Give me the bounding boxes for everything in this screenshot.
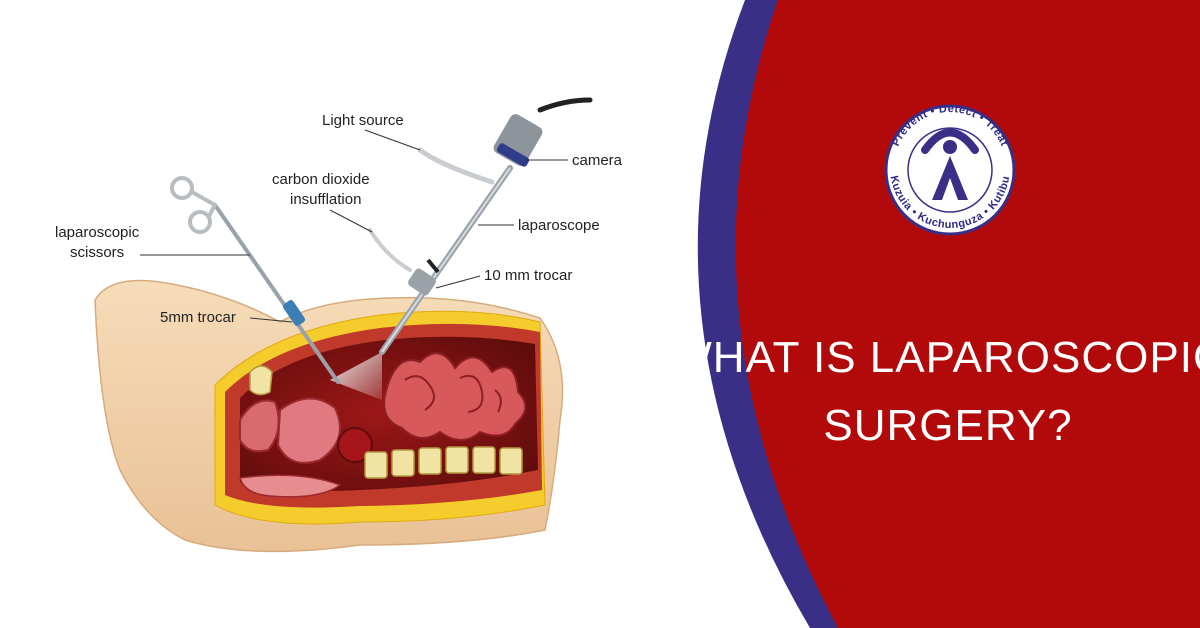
label-trocar-10mm: 10 mm trocar: [484, 267, 572, 284]
trocar-5mm-icon: [282, 300, 306, 326]
abdomen-cross-section: [94, 279, 564, 553]
spine: [364, 446, 523, 479]
figure-emblem-icon: [921, 128, 979, 200]
headline-line-1: WHAT IS LAPAROSCOPIC: [670, 333, 1200, 382]
label-light-source: Light source: [322, 112, 404, 129]
label-scissors-line-2: scissors: [70, 244, 124, 261]
trocar-10mm-icon: [408, 258, 440, 296]
laparoscope-instrument: [330, 97, 593, 400]
label-co2-line-2: insufflation: [290, 191, 361, 208]
scissors-handle-icon: [170, 176, 218, 234]
label-trocar-5mm: 5mm trocar: [160, 309, 236, 326]
label-co2-line-1: carbon dioxide: [272, 171, 370, 188]
diagram-labels: [140, 129, 568, 323]
camera-icon: [493, 97, 593, 167]
red-banner-shape: [697, 0, 1200, 628]
intestines: [383, 352, 527, 441]
headline-line-2: SURGERY?: [823, 401, 1072, 450]
scissors-instrument: [170, 176, 340, 384]
label-scissors-line-1: laparoscopic: [55, 224, 140, 241]
label-camera: camera: [572, 152, 623, 169]
organization-logo: Prevent • Detect • Treat Kuzuia • Kuchun…: [884, 103, 1016, 236]
pelvic-organs: [239, 397, 373, 498]
label-laparoscope: laparoscope: [518, 217, 600, 234]
